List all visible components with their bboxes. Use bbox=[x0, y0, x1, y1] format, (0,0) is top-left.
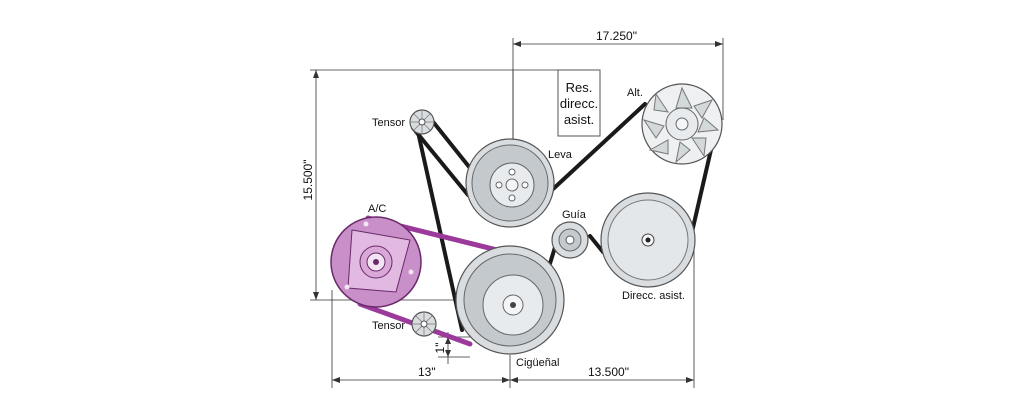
crankshaft-pulley bbox=[455, 245, 565, 355]
power-steering-pulley bbox=[600, 192, 696, 288]
camshaft-pulley bbox=[465, 138, 555, 228]
label-ac: A/C bbox=[368, 203, 386, 215]
dimension-top-width: 17.250" bbox=[596, 29, 637, 43]
dimension-bottom-right: 13.500" bbox=[588, 365, 629, 379]
label-leva: Leva bbox=[548, 149, 573, 161]
idler-pulley bbox=[551, 221, 589, 259]
dimension-lines bbox=[310, 38, 724, 388]
tensor-pulley-top bbox=[409, 109, 435, 135]
label-ciguenal: Cigüeñal bbox=[516, 357, 559, 369]
reservoir-line2: direcc. bbox=[560, 96, 598, 111]
label-tensor-bottom: Tensor bbox=[372, 320, 405, 332]
reservoir-line1: Res. bbox=[566, 80, 593, 95]
label-alt: Alt. bbox=[627, 87, 643, 99]
ac-compressor-pulley bbox=[330, 216, 422, 308]
label-tensor-top: Tensor bbox=[372, 117, 405, 129]
power-steering-reservoir-box: Res. direcc. asist. bbox=[557, 69, 601, 137]
alternator-pulley bbox=[641, 83, 723, 165]
dimension-left-height: 15.500" bbox=[301, 160, 315, 201]
dimension-bottom-left: 13" bbox=[418, 365, 436, 379]
label-direcc-asist: Direcc. asist. bbox=[622, 290, 685, 302]
reservoir-line3: asist. bbox=[564, 112, 594, 127]
label-guia: Guía bbox=[562, 209, 587, 221]
main-serpentine-belt bbox=[411, 102, 718, 332]
dimension-small-offset: 1" bbox=[433, 343, 447, 354]
tensor-pulley-bottom bbox=[411, 311, 437, 337]
